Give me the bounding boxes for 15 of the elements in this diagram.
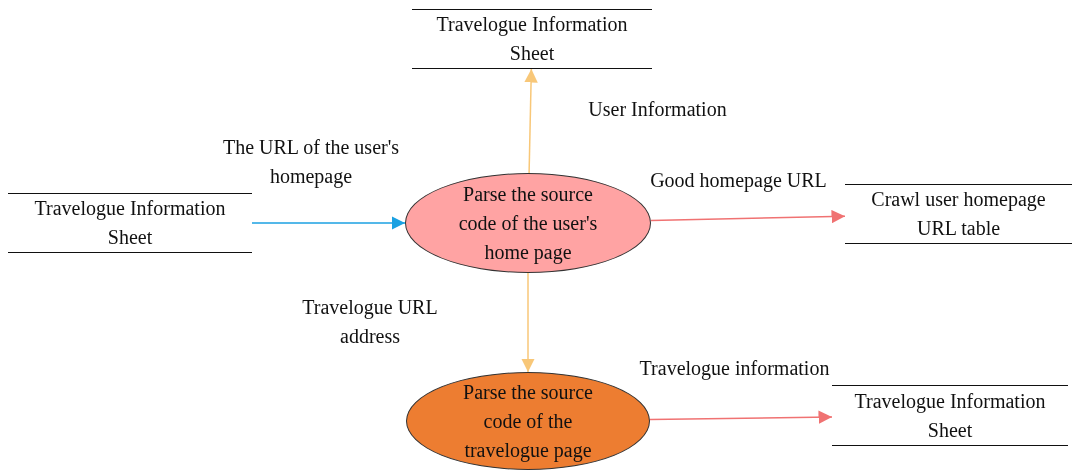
process-label: Parse the source code of the user's home page [457,181,599,266]
data-store [412,9,652,69]
arrow [521,272,535,373]
data-store [832,385,1068,446]
arrow [650,209,846,224]
store-label: Crawl user homepage URL table [870,187,1047,241]
arrow [649,410,833,424]
arrow [524,68,538,174]
store-label: Travelogue Information Sheet [853,388,1047,443]
process-label: Parse the source code of the travelogue page [462,379,594,464]
data-store [8,193,252,253]
store-label: Travelogue Information Sheet [435,12,629,66]
store-label: Travelogue Information Sheet [33,196,227,250]
data-store [845,184,1072,244]
arrow [251,216,406,230]
